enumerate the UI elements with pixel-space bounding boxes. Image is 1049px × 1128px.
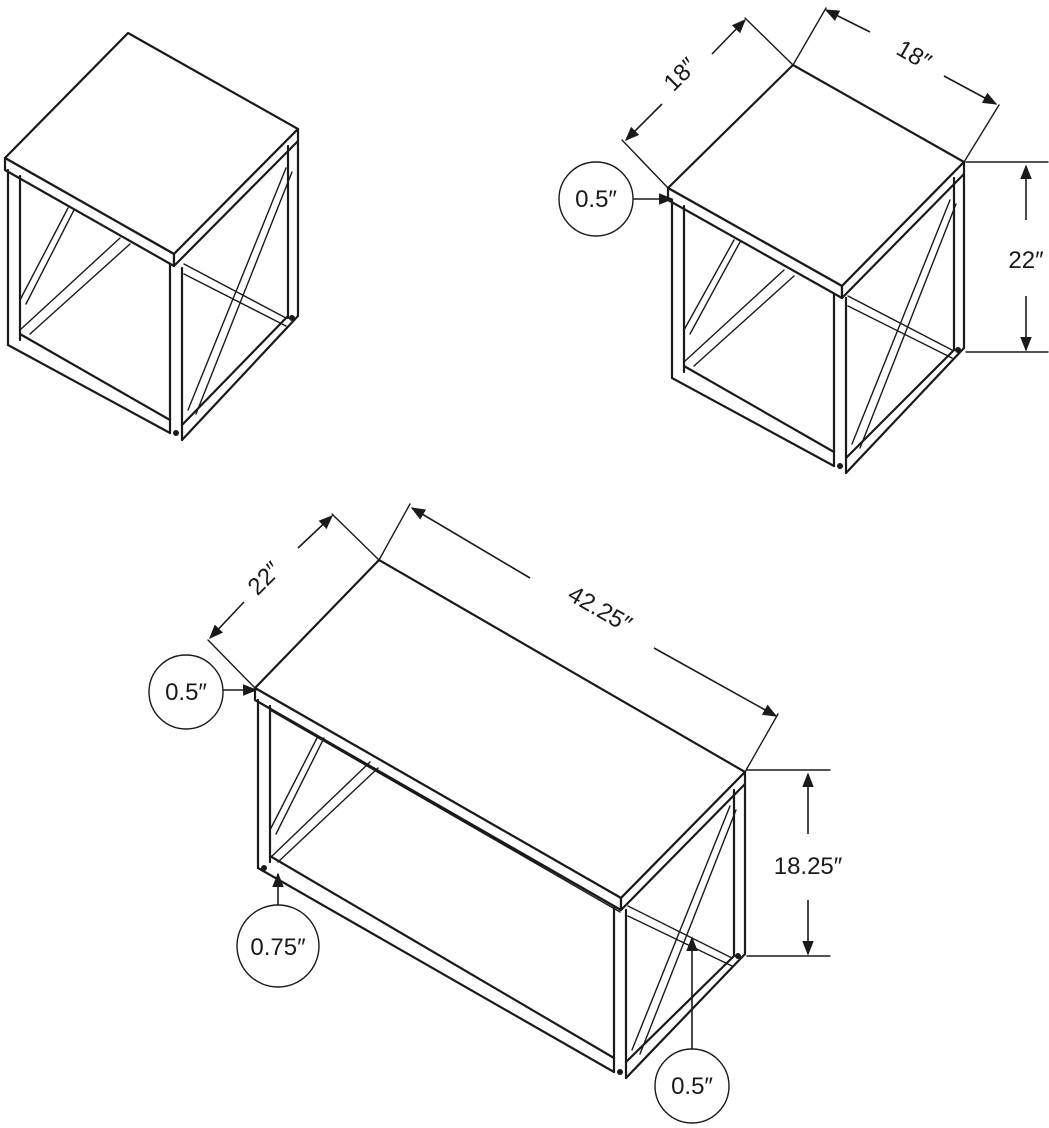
coffee-table-bolt	[261, 865, 267, 871]
dim-line-end-width-a	[824, 9, 871, 33]
coffee-table-right-brace-a	[631, 805, 737, 1055]
coffee-table-bottom-rail-front	[256, 854, 616, 1074]
dim-line-coffee-depth-b	[297, 515, 334, 549]
end-table-1-leg-front-left	[6, 168, 22, 347]
ext-line	[621, 139, 669, 189]
end-table-1-top	[3, 31, 300, 256]
coffee-table-leg-width-label: 0.75″	[250, 934, 306, 961]
ext-line	[963, 104, 1000, 163]
ext-line	[207, 639, 256, 689]
ext-line	[378, 503, 411, 561]
end-table-2-left-brace	[683, 239, 741, 335]
end-table-2-top	[666, 63, 966, 288]
ext-line	[792, 7, 827, 66]
end-table-2-leg-back-right	[952, 172, 966, 352]
end-table-1-left-brace	[19, 207, 75, 305]
end-table-2-right-brace-a	[851, 199, 957, 449]
dim-line-coffee-depth-a	[209, 601, 245, 640]
end-table-dimensioned: 18″ 18″ 22″ 0.5″	[558, 7, 1049, 475]
ext-line	[744, 713, 779, 773]
end-table-depth-label: 18″	[659, 52, 703, 96]
ext-line	[331, 513, 380, 561]
coffee-table-leg-back-right	[732, 782, 747, 958]
end-table-2-bottom-rail-side	[844, 346, 966, 475]
end-table-width-label: 18″	[892, 35, 936, 76]
end-table-2-leg-front-right	[832, 292, 848, 475]
end-table-top-thickness-label: 0.5″	[575, 186, 617, 213]
end-table-2-bolt	[955, 347, 961, 353]
ext-line	[744, 17, 794, 66]
end-table-2-bolt	[837, 463, 843, 469]
callout-circle	[148, 654, 224, 730]
end-table-height-label: 22″	[1008, 247, 1044, 274]
end-table-1-bottom-rail-side	[180, 314, 300, 442]
dim-line-end-depth-b	[711, 18, 747, 55]
end-table-2-leg-front-left	[670, 198, 686, 380]
coffee-table-height-label: 18.25″	[774, 853, 843, 880]
dim-line-coffee-length-b	[653, 647, 778, 717]
coffee-table-length-label: 42.25″	[563, 581, 636, 639]
end-table-2-back-rail	[683, 269, 795, 367]
coffee-table-depth-label: 22″	[243, 556, 287, 600]
end-table-1-back-rail	[19, 237, 131, 335]
end-table-plain	[3, 31, 300, 442]
dim-line-end-depth-a	[624, 103, 663, 142]
coffee-table-apron	[269, 709, 621, 913]
dim-line-end-width-b	[943, 75, 998, 105]
coffee-table-leg-front-left	[256, 698, 272, 870]
coffee-table-right-brace-b	[627, 905, 733, 967]
coffee-table-bolt	[617, 1069, 623, 1075]
coffee-table-left-brace	[269, 735, 325, 835]
end-table-1-right-brace-a	[187, 167, 293, 415]
end-table-1-leg-back-right	[286, 139, 300, 320]
end-table-1-bolt	[289, 315, 295, 321]
coffee-table-dimensioned: 22″ 42.25″ 18.25″ 0.5″ 0.75″ 0.5″	[148, 503, 843, 1124]
end-table-1-bolt	[173, 430, 179, 436]
dim-line-coffee-length-a	[410, 507, 531, 579]
end-table-1-bottom-rail-front	[6, 332, 172, 435]
coffee-table-bolt	[735, 953, 741, 959]
coffee-table-top-thickness-label: 0.5″	[165, 679, 207, 706]
coffee-table-shelf-back-edge	[269, 761, 379, 863]
coffee-table-leg-front-right	[612, 904, 628, 1080]
end-table-1-right-brace-b	[183, 263, 287, 327]
coffee-table-leg-thickness-label: 0.5″	[671, 1073, 713, 1100]
end-table-2-bottom-rail-front	[670, 364, 836, 468]
end-table-1-leg-front-right	[168, 262, 184, 442]
end-table-2-right-brace-b	[847, 295, 953, 359]
